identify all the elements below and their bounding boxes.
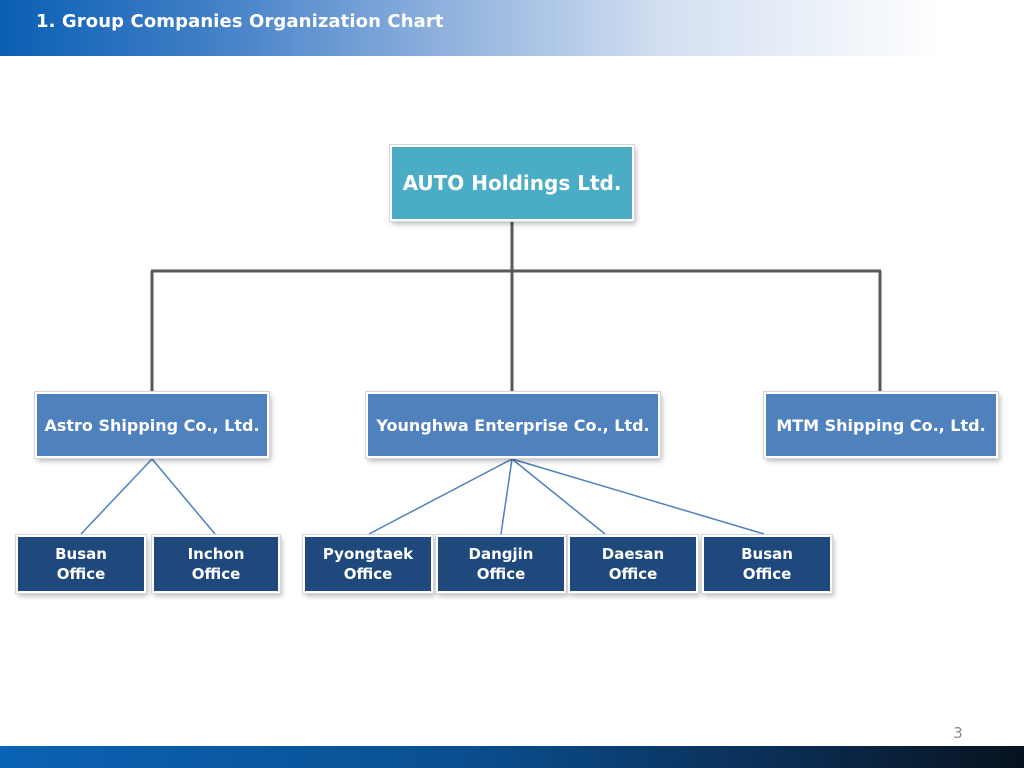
org-node-label: Astro Shipping Co., Ltd. [44, 415, 260, 435]
page-number: 3 [953, 724, 963, 742]
office-name: Daesan [601, 545, 665, 563]
org-node-younghwa-busan-office: Busan Office [702, 535, 832, 593]
org-node-label: Younghwa Enterprise Co., Ltd. [376, 415, 650, 435]
office-name: Busan [55, 545, 107, 563]
office-suffix: Office [191, 565, 241, 583]
office-suffix: Office [742, 565, 792, 583]
connector-younghwa-pyongtaek [368, 458, 513, 535]
connector-younghwa-daesan [511, 458, 606, 535]
org-node-mtm-shipping: MTM Shipping Co., Ltd. [764, 392, 998, 458]
connector-younghwa-dangjin [500, 458, 513, 535]
office-name: Inchon [187, 545, 245, 563]
org-node-younghwa-daesan-office: Daesan Office [568, 535, 698, 593]
org-node-auto-holdings: AUTO Holdings Ltd. [390, 145, 634, 221]
org-node-astro-inchon-office: Inchon Office [152, 535, 280, 593]
company-office-connectors [80, 458, 765, 535]
org-node-astro-shipping: Astro Shipping Co., Ltd. [35, 392, 269, 458]
org-node-label: AUTO Holdings Ltd. [402, 171, 622, 195]
org-node-astro-busan-office: Busan Office [16, 535, 146, 593]
org-node-label: MTM Shipping Co., Ltd. [776, 415, 986, 435]
org-node-younghwa-pyongtaek-office: Pyongtaek Office [303, 535, 433, 593]
connector-astro-busan [80, 458, 153, 535]
office-name: Busan [741, 545, 793, 563]
office-suffix: Office [56, 565, 106, 583]
title-bar: 1. Group Companies Organization Chart [0, 0, 1024, 56]
office-name: Pyongtaek [322, 545, 414, 563]
office-name: Dangjin [468, 545, 534, 563]
root-company-connectors [150, 221, 882, 391]
org-node-younghwa-enterprise: Younghwa Enterprise Co., Ltd. [366, 392, 660, 458]
footer-bar [0, 746, 1024, 768]
connector-astro-inchon [151, 458, 216, 535]
connector-younghwa-busan [511, 458, 765, 535]
slide-title: 1. Group Companies Organization Chart [36, 11, 444, 32]
office-suffix: Office [343, 565, 393, 583]
office-suffix: Office [608, 565, 658, 583]
office-suffix: Office [476, 565, 526, 583]
org-node-younghwa-dangjin-office: Dangjin Office [436, 535, 566, 593]
